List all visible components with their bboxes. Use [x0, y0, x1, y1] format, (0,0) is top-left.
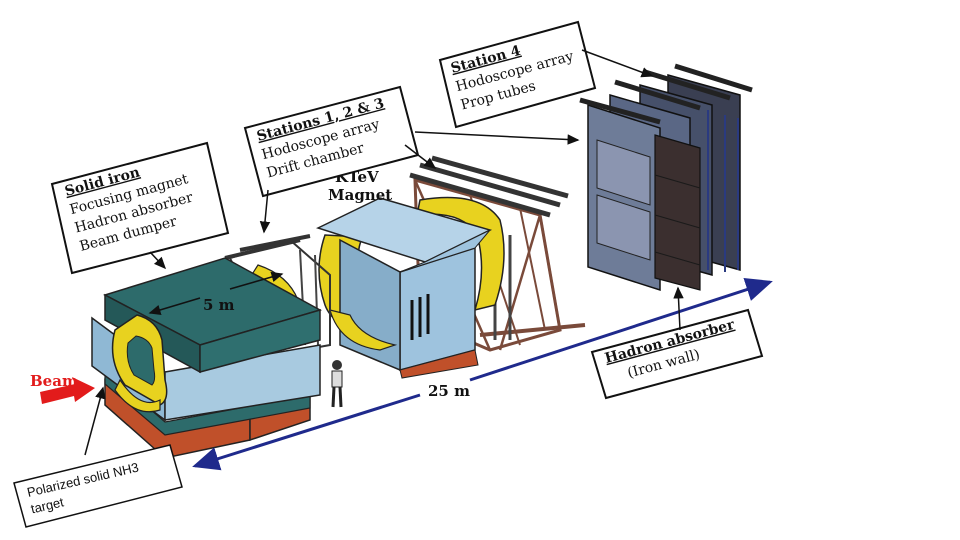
ktev-label-line2: Magnet	[328, 186, 392, 204]
solid-iron-magnet	[91, 257, 322, 459]
dimension-5m: 5 m	[148, 271, 284, 316]
person-figure-icon	[331, 360, 343, 408]
dim-5m-label: 5 m	[203, 296, 235, 314]
dim-25m-label: 25 m	[428, 382, 470, 400]
ktev-magnet	[315, 196, 505, 379]
callout-stations-123: Stations 1, 2 & 3 Hodoscope array Drift …	[243, 85, 580, 234]
beam-arrow-icon: Beam	[30, 372, 95, 404]
callout-solid-iron: Solid iron Focusing magnet Hadron absorb…	[50, 141, 230, 275]
callout-hadron-absorber: Hadron absorber (Iron wall)	[590, 286, 764, 400]
station4-detector	[579, 63, 753, 292]
dimension-25m: 25 m	[192, 278, 773, 471]
callout-station4: Station 4 Hodoscope array Prop tubes	[438, 20, 654, 129]
target-line2: target	[29, 494, 65, 516]
beam-label: Beam	[30, 372, 78, 390]
